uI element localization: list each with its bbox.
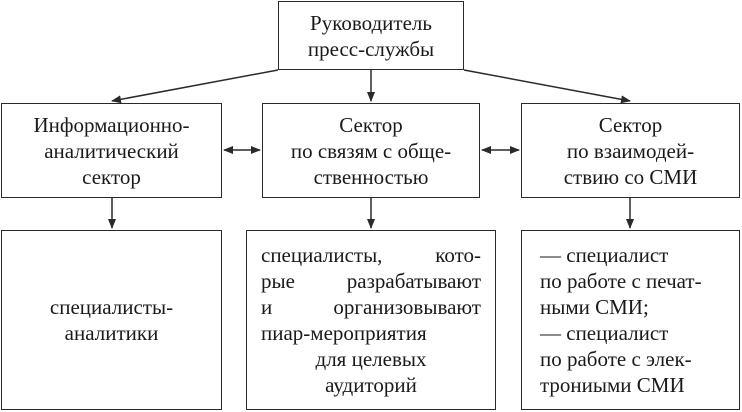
info-sector-line: аналитический [44, 138, 179, 163]
media-details-line: трониыми СМИ [540, 373, 685, 397]
pr-details-line: и организовывают [261, 295, 481, 319]
media-sector-box: Сектор по взаимодей- ствию со СМИ [521, 103, 740, 198]
pr-sector-line: по связям с обще- [290, 138, 452, 163]
media-details-box: — специалист по работе с печат- ными СМИ… [521, 230, 740, 410]
pr-details-box: специалисты, кото- рые разрабатывают и о… [246, 230, 496, 410]
pr-sector-box: Сектор по связям с обще- ственностью [262, 103, 480, 198]
info-sector-box: Информационно- аналитический сектор [1, 103, 222, 198]
info-details-line: специалисты- [49, 295, 174, 319]
pr-details-line: рые разрабатывают [261, 269, 481, 293]
head-box: Руководитель пресс-службы [278, 1, 464, 70]
connector-head-to-media [463, 69, 631, 104]
connector-head-to-info [111, 69, 279, 104]
head-title-line: пресс-службы [307, 36, 435, 61]
media-details-line: ными СМИ; [540, 295, 649, 319]
media-details-line: — специалист [540, 321, 669, 345]
info-sector-line: Информационно- [33, 112, 190, 137]
pr-details-line: специалисты, кото- [261, 243, 481, 267]
head-title-line: Руководитель [310, 10, 432, 35]
pr-sector-line: ственностью [313, 164, 429, 189]
pr-details-line: для целевых [315, 347, 427, 371]
info-sector-line: сектор [82, 164, 141, 189]
info-details-line: аналитики [64, 321, 159, 345]
media-details-line: — специалист [540, 243, 669, 267]
pr-details-line: пиар-мероприятия [261, 321, 427, 345]
media-sector-line: ствию со СМИ [563, 164, 698, 189]
pr-details-line: аудиторий [325, 373, 417, 397]
pr-sector-line: Сектор [339, 112, 403, 137]
media-details-line: по работе с печат- [540, 269, 702, 293]
media-details-line: по работе с элек- [540, 347, 692, 371]
media-sector-line: по взаимодей- [566, 138, 695, 163]
media-sector-line: Сектор [598, 112, 663, 137]
info-details-box: специалисты- аналитики [1, 230, 222, 410]
